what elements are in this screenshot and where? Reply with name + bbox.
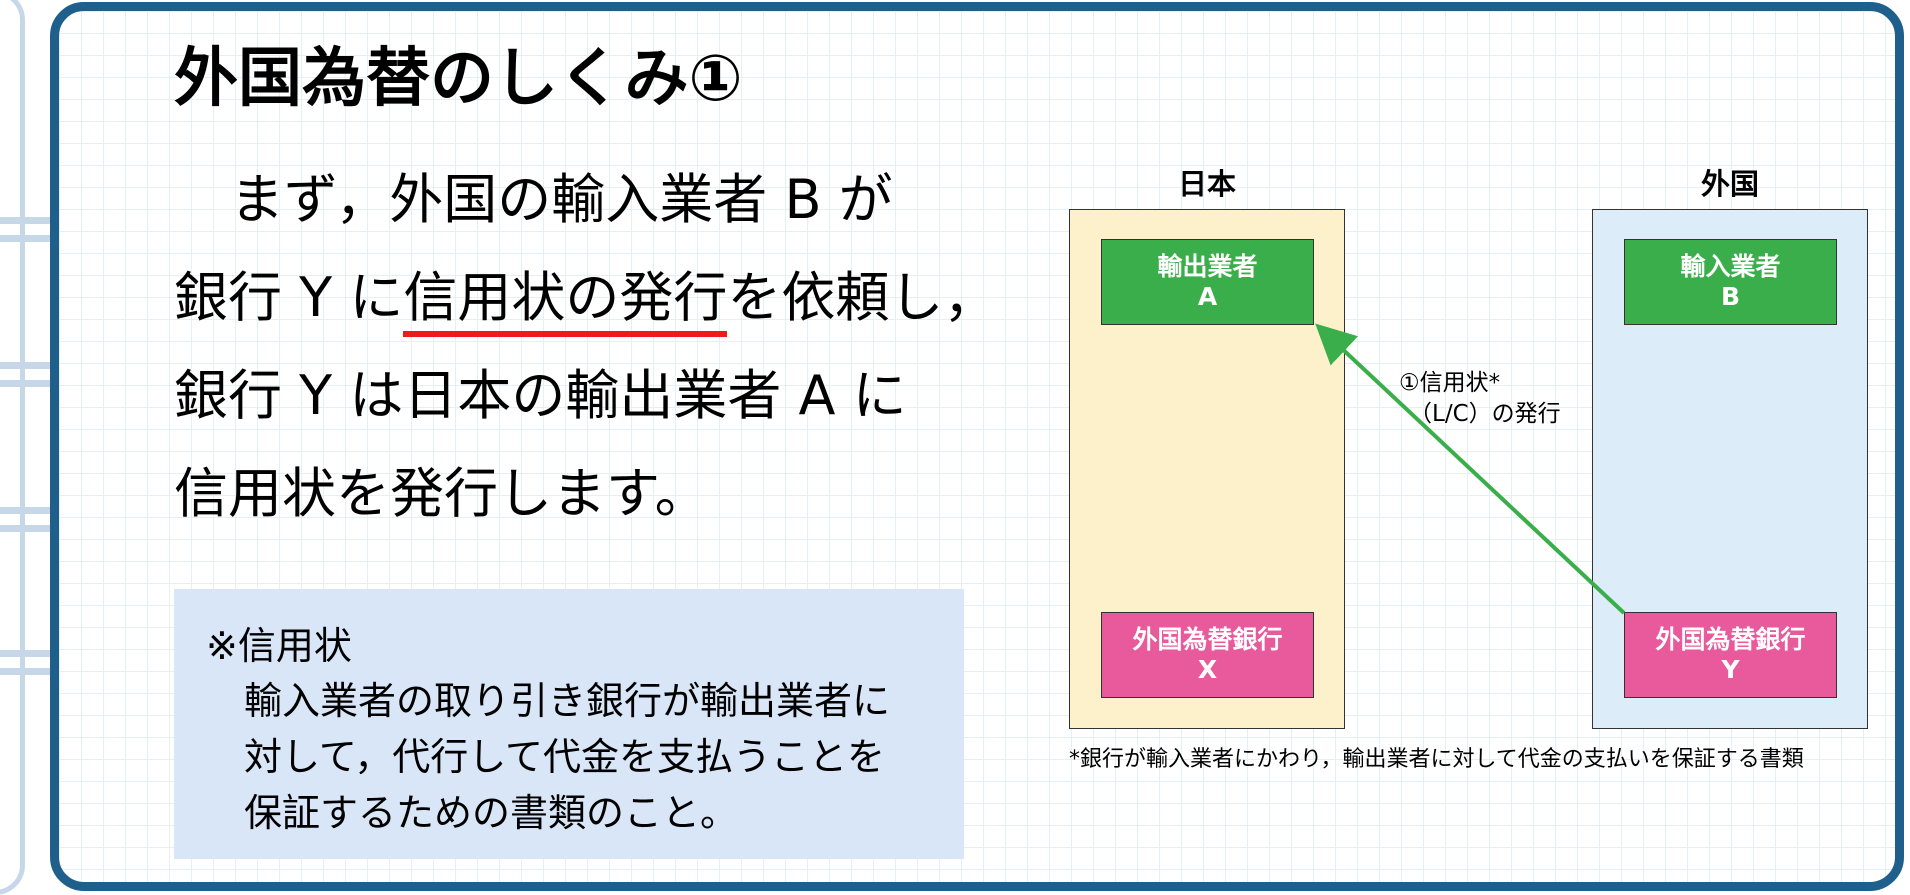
- note-line: 対して，代行して代金を支払うことを: [244, 735, 886, 779]
- trade-flow-diagram: 日本 外国 輸出業者 A 輸入業者 B 外国為替銀行 X 外国為替銀行 Y: [1069, 161, 1895, 801]
- arrow-label-line-1: ①信用状*: [1399, 370, 1501, 396]
- importer-letter: B: [1720, 282, 1741, 311]
- bank-y-node: 外国為替銀行 Y: [1624, 612, 1837, 698]
- exporter-a-node: 輸出業者 A: [1101, 239, 1314, 325]
- paragraph-line-2-start: 銀行 Y に: [174, 266, 404, 329]
- notebook-spine: [0, 0, 25, 895]
- page-title: 外国為替のしくみ①: [174, 42, 743, 116]
- notebook-page: 外国為替のしくみ① まず，外国の輸入業者 B が 銀行 Y に信用状の発行を依頼…: [50, 2, 1904, 891]
- exporter-label: 輸出業者: [1157, 252, 1258, 281]
- exporter-letter: A: [1197, 282, 1218, 311]
- paragraph-line-4: 信用状を発行します。: [174, 462, 709, 525]
- paragraph-line-2: 銀行 Y に信用状の発行を依頼し，: [174, 249, 1034, 347]
- bank-x-letter: X: [1197, 655, 1218, 684]
- paragraph-line-3: 銀行 Y は日本の輸出業者 A に: [174, 364, 907, 427]
- definition-note: ※信用状 輸入業者の取り引き銀行が輸出業者に 対して，代行して代金を支払うことを…: [174, 589, 964, 859]
- arrow-label: ①信用状* （L/C）の発行: [1399, 368, 1561, 430]
- japan-label: 日本: [1177, 167, 1236, 201]
- note-heading: ※信用状: [206, 624, 352, 668]
- paragraph-line-1: まず，外国の輸入業者 B が: [230, 168, 893, 231]
- importer-label: 輸入業者: [1680, 252, 1781, 281]
- diagram-footnote: *銀行が輸入業者にかわり，輸出業者に対して代金の支払いを保証する書類: [1069, 747, 1804, 772]
- bank-x-label: 外国為替銀行: [1132, 625, 1283, 654]
- underlined-keyword: 信用状の発行: [403, 266, 728, 337]
- bank-y-label: 外国為替銀行: [1655, 625, 1806, 654]
- arrow-label-line-2: （L/C）の発行: [1409, 401, 1561, 427]
- paragraph-line-2-end: を依頼し，: [727, 266, 998, 329]
- note-line: 保証するための書類のこと。: [244, 791, 739, 835]
- importer-b-node: 輸入業者 B: [1624, 239, 1837, 325]
- explanation-paragraph: まず，外国の輸入業者 B が 銀行 Y に信用状の発行を依頼し， 銀行 Y は日…: [174, 151, 1034, 543]
- bank-x-node: 外国為替銀行 X: [1101, 612, 1314, 698]
- credit-letter-arrow: [1315, 323, 1626, 615]
- bank-y-letter: Y: [1721, 655, 1740, 684]
- note-line: 輸入業者の取り引き銀行が輸出業者に: [244, 679, 891, 723]
- foreign-label: 外国: [1700, 167, 1759, 201]
